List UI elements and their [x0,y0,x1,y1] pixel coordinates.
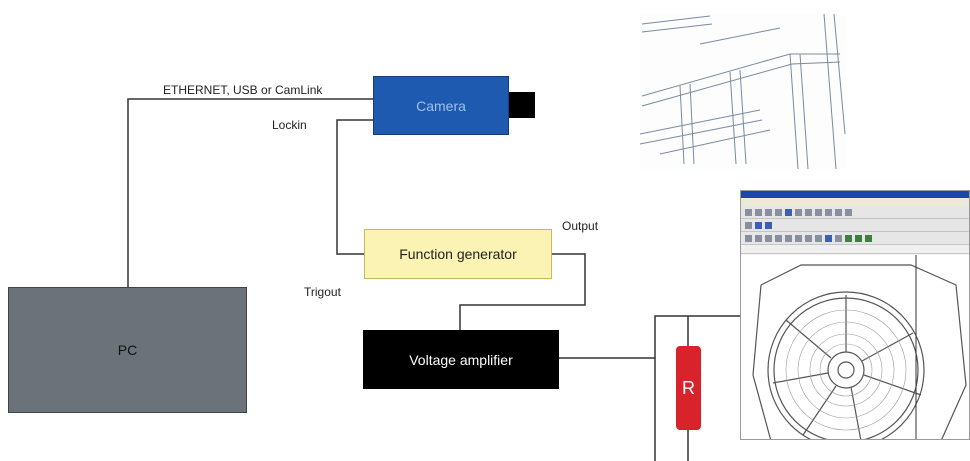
toolbar-icon[interactable] [815,235,822,242]
window-frame-sketch [640,14,846,169]
camera-lens [509,92,535,118]
toolbar-icon[interactable] [745,235,752,242]
software-toolbar-1 [741,206,969,219]
toolbar-icon[interactable] [765,222,772,229]
toolbar-icon[interactable] [755,235,762,242]
camera-label: Camera [416,98,466,114]
software-ruler [741,245,969,254]
toolbar-icon[interactable] [765,235,772,242]
software-image-view [741,255,970,440]
function-generator-block: Function generator [364,229,552,279]
toolbar-icon[interactable] [785,209,792,216]
camera-block: Camera [373,76,509,135]
toolbar-icon[interactable] [825,235,832,242]
software-menu-bar [741,198,969,206]
resistor-label: R [682,378,695,399]
toolbar-icon[interactable] [775,235,782,242]
voltage-amplifier-block: Voltage amplifier [363,330,559,389]
toolbar-icon[interactable] [835,235,842,242]
pc-label: PC [118,342,137,358]
fan-sketch [741,255,970,440]
toolbar-icon[interactable] [745,209,752,216]
toolbar-icon[interactable] [785,235,792,242]
voltage-amplifier-label: Voltage amplifier [409,352,513,368]
toolbar-icon[interactable] [765,209,772,216]
toolbar-icon[interactable] [745,222,752,229]
toolbar-icon[interactable] [805,209,812,216]
toolbar-icon[interactable] [755,209,762,216]
toolbar-icon[interactable] [845,235,852,242]
toolbar-icon[interactable] [795,235,802,242]
toolbar-icon[interactable] [825,209,832,216]
software-window [740,190,970,440]
toolbar-icon[interactable] [835,209,842,216]
toolbar-icon[interactable] [855,235,862,242]
toolbar-icon[interactable] [755,222,762,229]
toolbar-icon[interactable] [845,209,852,216]
resistor-block: R [676,346,701,430]
toolbar-icon[interactable] [775,209,782,216]
toolbar-icon[interactable] [805,235,812,242]
pc-block: PC [8,287,247,413]
trigout-label: Trigout [304,285,341,299]
thermal-image-window-frame [640,14,846,169]
software-toolbar-3 [741,232,969,245]
toolbar-icon[interactable] [865,235,872,242]
toolbar-icon[interactable] [795,209,802,216]
lockin-label: Lockin [272,118,307,132]
software-toolbar-2 [741,219,969,232]
function-generator-label: Function generator [399,246,517,262]
interface-label: ETHERNET, USB or CamLink [163,83,322,97]
toolbar-icon[interactable] [815,209,822,216]
output-label: Output [562,219,598,233]
software-title-bar [741,191,969,198]
